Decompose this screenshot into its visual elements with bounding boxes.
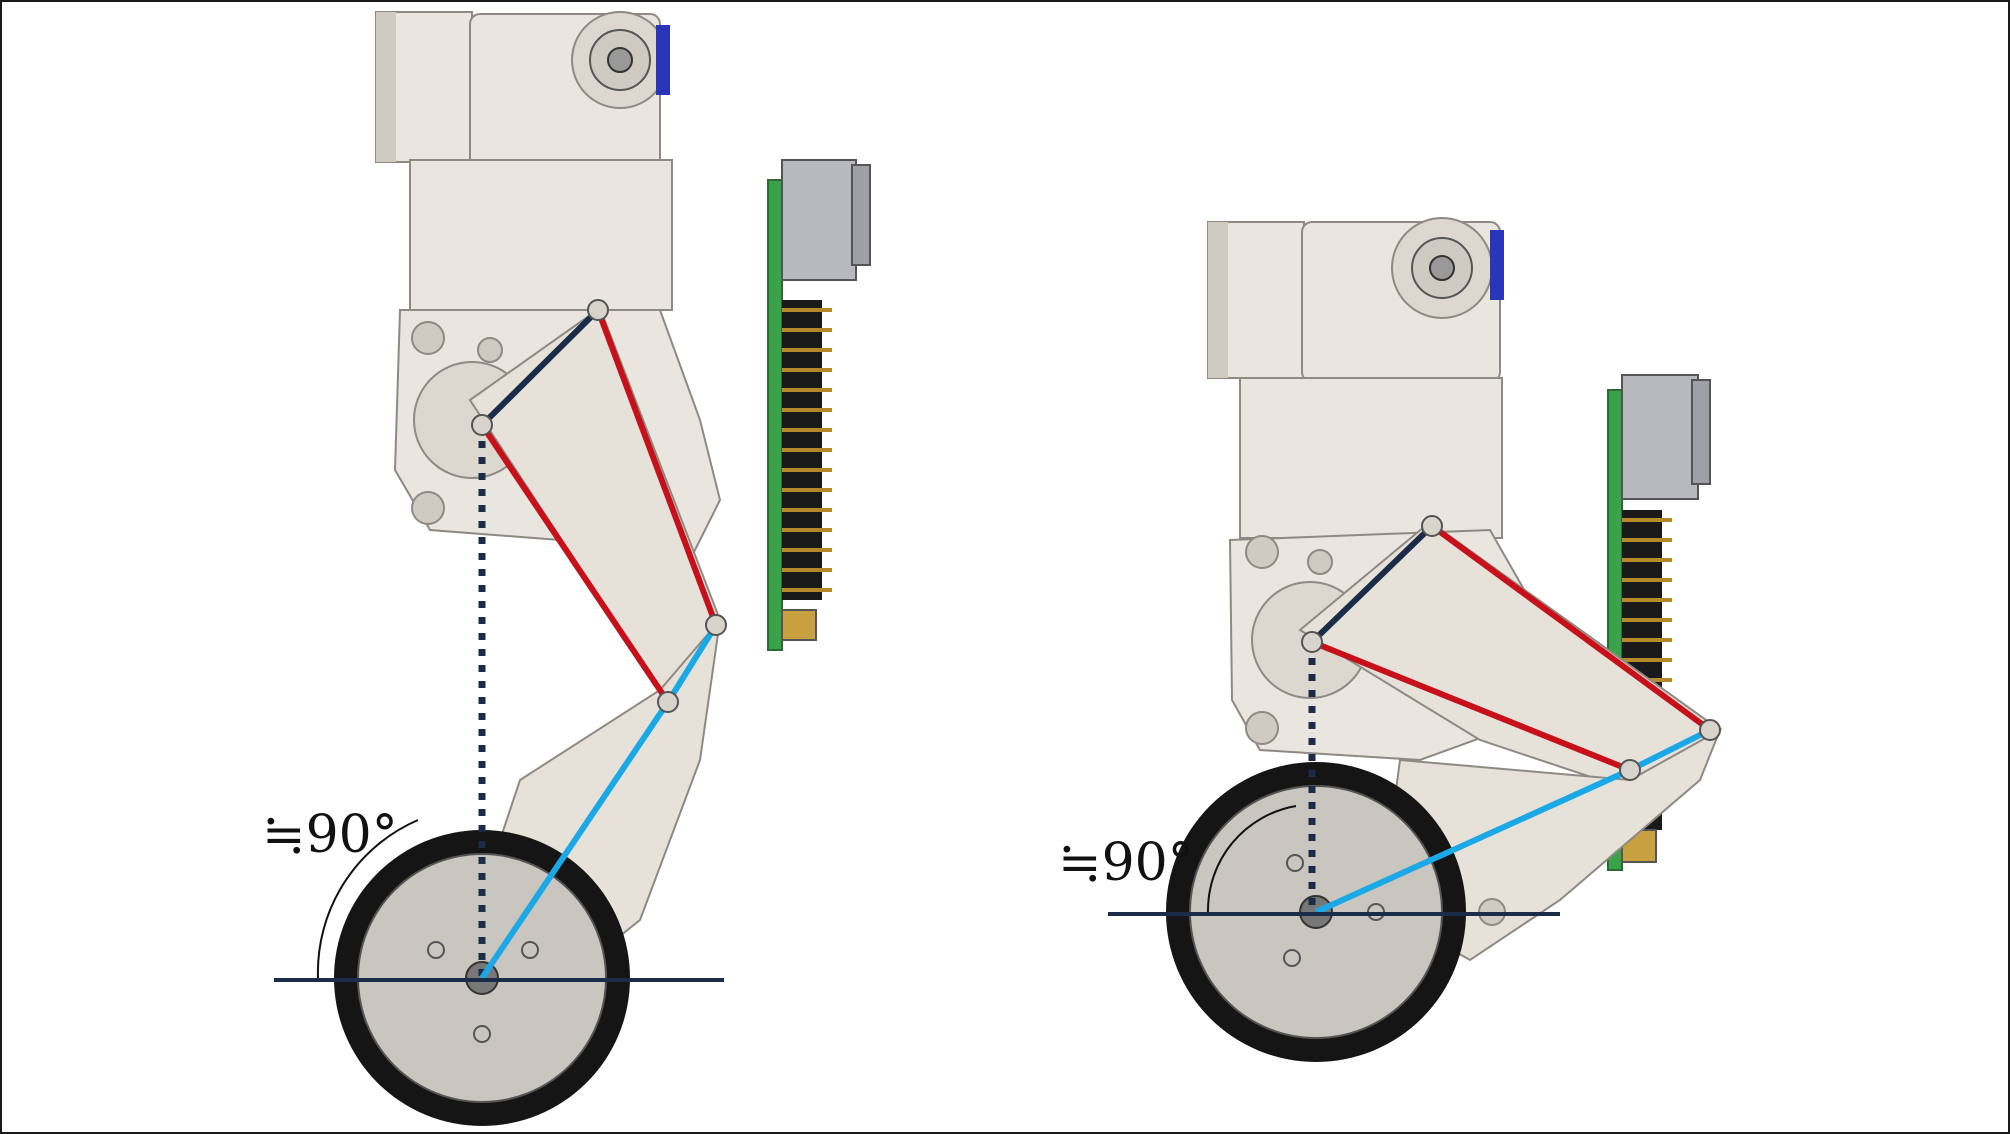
crank-link-navy-right [1309,523,1435,645]
angle-label: ≒90° [262,805,398,865]
angle-arc-right [1206,805,1297,913]
red-link-short [479,423,671,704]
right-leg-panel: ≒90° [1058,217,1722,1062]
joint-markers [471,299,727,713]
left-leg-panel: ≒90° [262,11,871,1126]
top-servo-motor [375,11,670,175]
crank-link-navy [479,307,601,428]
joint-markers-right [1301,515,1721,781]
angle-label-right: ≒90° [1058,833,1194,893]
red-link-long-right [1430,523,1712,733]
control-board [767,159,871,651]
upper-housing [409,159,673,311]
upper-housing-right [1239,377,1503,539]
cyan-link-lower [479,700,671,980]
top-servo-motor-right [1207,217,1504,383]
cyan-link-upper [665,623,719,704]
cyan-link-lower-right [1314,767,1632,915]
header-pins [782,308,832,592]
cyan-link-upper-right [1628,727,1712,773]
angle-arc [316,819,419,979]
red-link-long [595,308,719,627]
red-link-short-right [1310,639,1632,773]
